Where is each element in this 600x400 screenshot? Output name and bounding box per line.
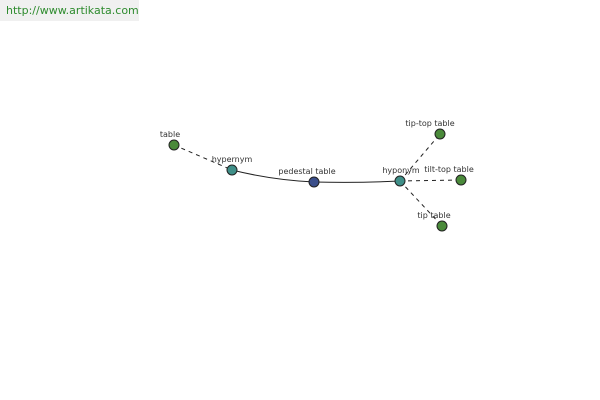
node-pedestal-table-label: pedestal table [278, 167, 335, 176]
node-pedestal-table-dot [308, 176, 320, 188]
edge-table-hypernym [173, 144, 233, 171]
url-bar: http://www.artikata.com [0, 0, 139, 21]
edge-hyponym-tilttop [399, 179, 462, 182]
node-hyponym-dot [394, 175, 406, 187]
node-hyponym-label: hyponym [382, 166, 420, 175]
node-hypernym-dot [226, 164, 238, 176]
edge-pedestal-hyponym [313, 180, 401, 183]
edge-hyponym-tip [399, 180, 443, 227]
node-tip-top-table-label: tip-top table [405, 119, 454, 128]
node-hyponym[interactable]: hyponym [382, 166, 420, 187]
node-tilt-top-table[interactable]: tilt-top table [424, 165, 474, 186]
node-tip-top-table-dot [434, 128, 446, 140]
node-tilt-top-table-label: tilt-top table [424, 165, 474, 174]
node-table[interactable]: table [160, 130, 180, 151]
node-tilt-top-table-dot [455, 174, 467, 186]
node-tip-table-label: tip table [417, 211, 450, 220]
node-table-label: table [160, 130, 180, 139]
node-pedestal-table[interactable]: pedestal table [278, 167, 336, 188]
node-hypernym-label: hypernym [212, 155, 253, 164]
edge-hypernym-pedestal [231, 169, 315, 183]
node-table-dot [168, 139, 180, 151]
site-url-link[interactable]: http://www.artikata.com [6, 4, 139, 17]
node-tip-table-dot [436, 220, 448, 232]
edge-hyponym-tiptop [399, 133, 441, 182]
node-hypernym[interactable]: hypernym [212, 155, 253, 176]
node-tip-top-table[interactable]: tip-top table [405, 119, 455, 140]
node-tip-table[interactable]: tip table [417, 211, 451, 232]
